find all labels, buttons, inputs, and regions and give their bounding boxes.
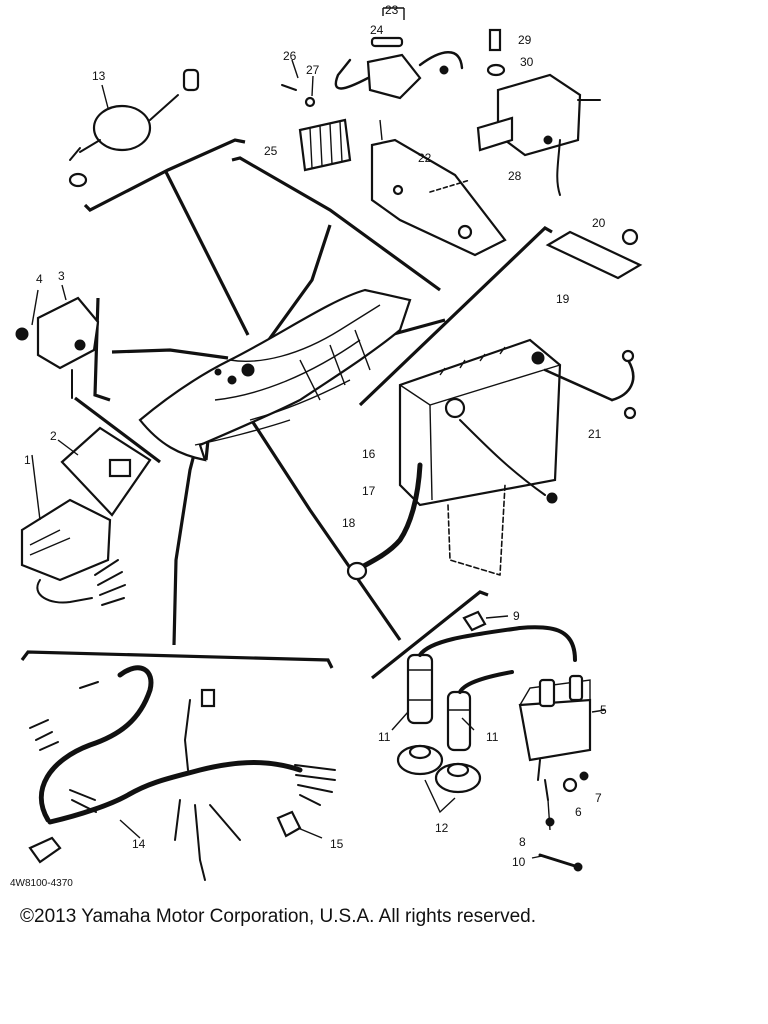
callout-30: 30 xyxy=(520,55,534,69)
callout-8: 8 xyxy=(519,835,526,849)
part-17-hose xyxy=(346,462,423,581)
callout-24: 24 xyxy=(370,23,384,37)
part-3-relay xyxy=(15,284,100,399)
drawing-code: 4W8100-4370 xyxy=(10,878,73,889)
part-22-bracket xyxy=(370,119,507,257)
callout-17: 17 xyxy=(362,484,376,498)
callout-6: 6 xyxy=(575,805,582,819)
callout-28: 28 xyxy=(508,169,522,183)
rear-frame xyxy=(138,288,412,462)
part-5-coil xyxy=(518,674,606,831)
callout-25: 25 xyxy=(264,144,278,158)
callout-labels: 1 2 3 4 5 6 7 8 9 10 11 11 12 13 14 15 1… xyxy=(24,3,607,869)
callout-20: 20 xyxy=(592,216,606,230)
callout-2: 2 xyxy=(50,429,57,443)
parts-diagram: 1 2 3 4 5 6 7 8 9 10 11 11 12 13 14 15 1… xyxy=(15,3,643,881)
callout-5: 5 xyxy=(600,703,607,717)
callout-21: 21 xyxy=(588,427,602,441)
part-23-lead xyxy=(334,7,464,100)
callout-29: 29 xyxy=(518,33,532,47)
callout-4: 4 xyxy=(36,272,43,286)
callout-26: 26 xyxy=(283,49,297,63)
callout-11a: 11 xyxy=(378,730,391,744)
part-14-harness xyxy=(28,665,336,881)
callout-12: 12 xyxy=(435,821,449,835)
part-16-battery xyxy=(398,338,562,576)
callout-14: 14 xyxy=(132,837,146,851)
part-9-clip xyxy=(462,610,509,632)
copyright-notice: ©2013 Yamaha Motor Corporation, U.S.A. A… xyxy=(20,906,536,927)
part-19-band xyxy=(545,228,643,280)
callout-3: 3 xyxy=(58,269,65,283)
callout-16: 16 xyxy=(362,447,376,461)
part-12-plug-covers xyxy=(396,744,482,814)
callout-11b: 11 xyxy=(486,730,499,744)
callout-10: 10 xyxy=(512,855,526,869)
callout-23: 23 xyxy=(385,3,399,17)
callout-7: 7 xyxy=(595,791,602,805)
part-25-fuse xyxy=(281,59,352,172)
part-10-screw xyxy=(531,853,583,872)
callout-9: 9 xyxy=(513,609,520,623)
callout-27: 27 xyxy=(306,63,320,77)
callout-13: 13 xyxy=(92,69,106,83)
part-13-switch xyxy=(68,68,200,188)
callout-18: 18 xyxy=(342,516,356,530)
part-2-unit xyxy=(57,426,152,517)
callout-19: 19 xyxy=(556,292,570,306)
callout-1: 1 xyxy=(24,453,31,467)
part-21-cable xyxy=(543,349,637,420)
part-15-plug xyxy=(276,810,323,839)
part-11-caps xyxy=(391,625,577,752)
part-28-relay xyxy=(476,28,601,196)
part-1-unit xyxy=(20,454,126,606)
callout-15: 15 xyxy=(330,837,344,851)
callout-22: 22 xyxy=(418,151,432,165)
